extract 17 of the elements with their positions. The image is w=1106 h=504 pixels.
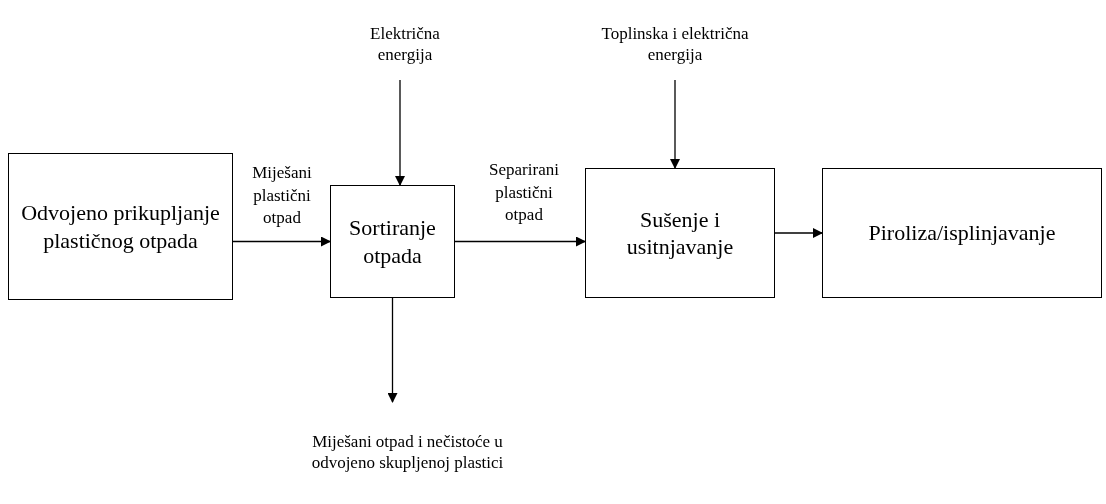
arrow (774, 228, 823, 238)
node-text: Sušenje i usitnjavanje (625, 205, 735, 261)
node-text: Piroliza/isplinjavanje (868, 219, 1056, 247)
node-text: Električna energija (369, 22, 441, 66)
arrow (387, 297, 398, 403)
arrow (454, 236, 586, 247)
process-box (585, 168, 775, 298)
process-box (330, 185, 455, 298)
arrow (232, 236, 331, 247)
arrow (395, 79, 405, 186)
process-box (8, 153, 233, 300)
node-text: Miješani otpad i nečistoće u odvojeno skupljenoj plastici (310, 430, 505, 474)
arrow (670, 79, 680, 169)
node-text: Sortiranje otpada (348, 214, 437, 269)
process-box (822, 168, 1102, 298)
node-text: Odvojeno prikupljanje plastičnog otpada (20, 199, 221, 254)
node-text: Toplinska i električna energija (600, 22, 750, 66)
